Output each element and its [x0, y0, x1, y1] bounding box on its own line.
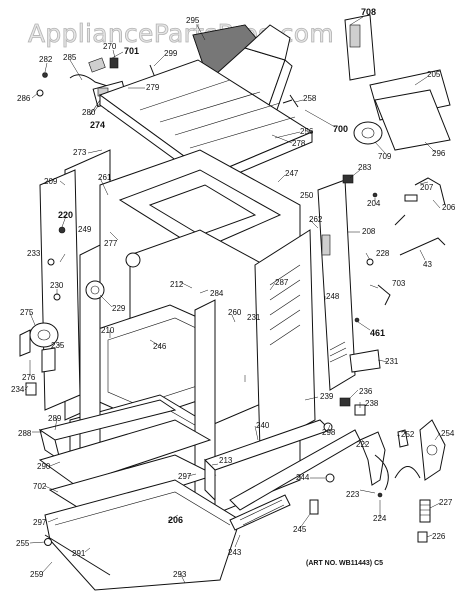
label-254: 254 — [441, 429, 455, 438]
label-287: 287 — [275, 278, 289, 287]
side-panel-208 — [317, 179, 356, 391]
label-259: 259 — [30, 570, 44, 579]
label-296: 296 — [432, 149, 446, 158]
label-227: 227 — [439, 498, 453, 507]
label-209: 209 — [44, 177, 58, 186]
label-298: 298 — [322, 428, 336, 437]
small-right-parts — [323, 174, 446, 432]
art-number: (ART NO. WB11443) C5 — [306, 560, 383, 567]
label-226: 226 — [432, 532, 446, 541]
label-43: 43 — [423, 260, 432, 269]
label-228: 228 — [376, 249, 390, 258]
label-248: 248 — [326, 292, 340, 301]
label-283: 283 — [358, 163, 372, 172]
label-461: 461 — [370, 328, 385, 338]
label-224: 224 — [373, 514, 387, 523]
label-229: 229 — [112, 304, 126, 313]
label-222: 222 — [356, 440, 370, 449]
label-291: 291 — [72, 549, 86, 558]
label-274: 274 — [90, 120, 105, 130]
label-288: 288 — [18, 429, 32, 438]
label-236: 236 — [359, 387, 373, 396]
label-206-a: 206 — [442, 203, 456, 212]
label-258: 258 — [303, 94, 317, 103]
label-278: 278 — [292, 139, 306, 148]
label-247: 247 — [285, 169, 299, 178]
label-220: 220 — [58, 210, 73, 220]
label-286: 286 — [17, 94, 31, 103]
label-270: 270 — [103, 42, 117, 51]
label-233: 233 — [27, 249, 41, 258]
label-252: 252 — [401, 430, 415, 439]
label-204: 204 — [367, 199, 381, 208]
label-297-a: 297 — [178, 472, 192, 481]
label-249: 249 — [78, 225, 92, 234]
burner-parts — [309, 419, 446, 543]
label-295: 295 — [186, 16, 200, 25]
label-231-b: 231 — [385, 357, 399, 366]
label-212: 212 — [170, 280, 184, 289]
label-277: 277 — [104, 239, 118, 248]
label-234: 234 — [11, 385, 25, 394]
label-205: 205 — [427, 70, 441, 79]
label-239: 239 — [320, 392, 334, 401]
label-207: 207 — [420, 183, 434, 192]
label-275: 275 — [20, 308, 34, 317]
label-276: 276 — [22, 373, 36, 382]
label-230: 230 — [50, 281, 64, 290]
label-273: 273 — [73, 148, 87, 157]
label-206-b: 206 — [168, 515, 183, 525]
label-213: 213 — [219, 456, 233, 465]
label-238: 238 — [365, 399, 379, 408]
leader-lines — [24, 16, 441, 584]
label-260: 260 — [228, 308, 242, 317]
label-293: 293 — [173, 570, 187, 579]
label-235: 235 — [51, 341, 65, 350]
label-244: 244 — [296, 473, 310, 482]
label-279: 279 — [146, 83, 160, 92]
label-700: 700 — [333, 124, 348, 134]
label-708: 708 — [361, 7, 376, 17]
label-284: 284 — [210, 289, 224, 298]
part-labels: 708 295 270 701 282 285 299 279 286 280 … — [11, 7, 456, 579]
label-261: 261 — [98, 173, 112, 182]
label-709: 709 — [378, 152, 392, 161]
top-right-brackets — [282, 14, 451, 151]
drawer-assembly — [38, 399, 241, 591]
label-703: 703 — [392, 279, 406, 288]
label-282: 282 — [39, 55, 53, 64]
label-280: 280 — [82, 108, 96, 117]
left-parts — [19, 169, 81, 411]
label-246: 246 — [153, 342, 167, 351]
label-262: 262 — [309, 215, 323, 224]
label-250: 250 — [300, 191, 314, 200]
label-290: 290 — [37, 462, 51, 471]
label-289: 289 — [48, 414, 62, 423]
label-208: 208 — [362, 227, 376, 236]
label-223: 223 — [346, 490, 360, 499]
label-240: 240 — [256, 421, 270, 430]
label-255: 255 — [16, 539, 30, 548]
label-256: 256 — [300, 127, 314, 136]
label-701: 701 — [124, 46, 139, 56]
label-285: 285 — [63, 53, 77, 62]
label-702: 702 — [33, 482, 47, 491]
label-245: 245 — [293, 525, 307, 534]
label-210: 210 — [101, 326, 115, 335]
label-297-b: 297 — [33, 518, 47, 527]
label-243: 243 — [228, 548, 242, 557]
label-231-a: 231 — [247, 313, 261, 322]
label-299: 299 — [164, 49, 178, 58]
